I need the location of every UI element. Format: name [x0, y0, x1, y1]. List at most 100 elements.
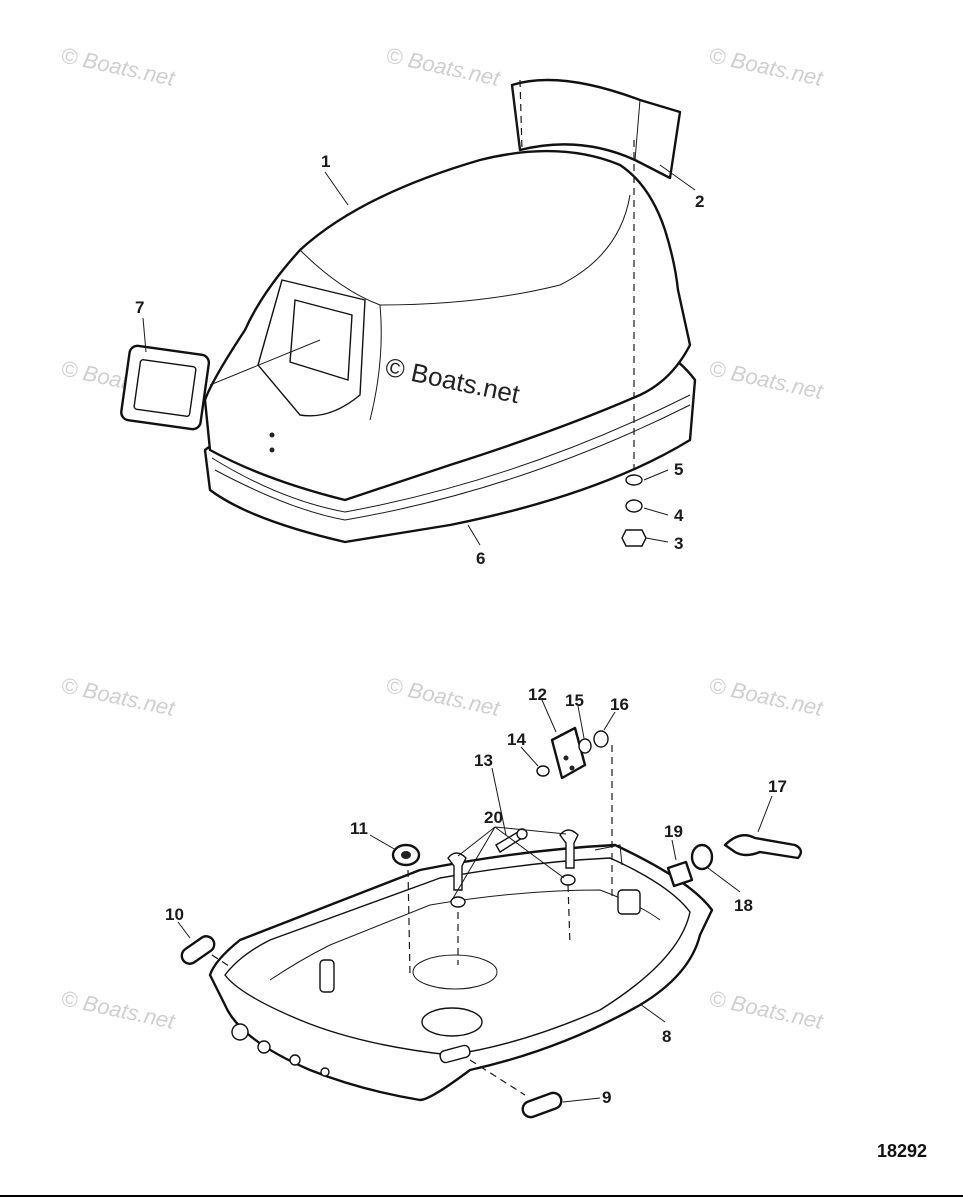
washer [536, 765, 550, 777]
leader-5 [643, 469, 669, 481]
cowl-post [319, 959, 335, 993]
leader-9 [562, 1097, 601, 1103]
callout-5[interactable]: 5 [674, 460, 683, 479]
callout-8[interactable]: 8 [662, 1027, 671, 1046]
cowl-seal-line [211, 394, 691, 513]
watermark-text: © Boats.net [707, 985, 826, 1034]
rear-cover-edge [511, 84, 641, 161]
leader-20 [494, 826, 565, 879]
leader-4 [643, 507, 669, 516]
callout-10[interactable]: 10 [165, 905, 184, 924]
watermark-text: © Boats.net [59, 42, 178, 91]
callout-4[interactable]: 4 [674, 506, 684, 525]
callout-17[interactable]: 17 [768, 777, 787, 796]
lock-washer [625, 499, 643, 513]
watermark-text: © Boats.net [384, 672, 503, 721]
bottom-cowl-rim [224, 857, 691, 1056]
cowl-boss [617, 889, 641, 915]
washer [625, 474, 643, 486]
leader-7 [142, 317, 147, 353]
callout-3[interactable]: 3 [674, 534, 683, 553]
side-vent-grille-inner [133, 359, 197, 417]
callout-20[interactable]: 20 [484, 808, 503, 827]
bolt-washer [450, 896, 466, 908]
grommet-axis [407, 869, 411, 976]
cowl-bracket [594, 844, 623, 866]
leader-2 [659, 164, 696, 191]
cowl-ridge [299, 194, 631, 306]
cowl-seal-line-lower [214, 404, 691, 521]
bottom-cowl-assembly [177, 699, 803, 1119]
callout-7[interactable]: 7 [135, 298, 144, 317]
callout-12[interactable]: 12 [528, 685, 547, 704]
callout-14[interactable]: 14 [507, 730, 526, 749]
washer [593, 730, 609, 748]
cowl-rivet [269, 432, 275, 438]
watermark-text: © Boats.net [707, 672, 826, 721]
cowl-port [231, 1023, 249, 1041]
leader-11 [369, 834, 397, 851]
callout-9[interactable]: 9 [602, 1088, 611, 1107]
bottom-grommet [521, 1091, 563, 1119]
hex-nut [621, 529, 647, 547]
leader-18 [707, 867, 741, 893]
drawing-id: 18292 [877, 1141, 927, 1161]
watermark-text: © Boats.net [59, 672, 178, 721]
leader-20 [451, 826, 496, 901]
callout-11[interactable]: 11 [350, 819, 368, 838]
leader-13 [491, 767, 507, 836]
cowl-ridge-side [369, 304, 382, 421]
cowl-slot [439, 1044, 471, 1064]
callout-13[interactable]: 13 [474, 751, 493, 770]
bolt-axis-right [567, 884, 571, 946]
callout-18[interactable]: 18 [734, 896, 753, 915]
cowl-port [257, 1040, 271, 1054]
cowl-rivet [269, 447, 275, 453]
callout-15[interactable]: 15 [565, 691, 584, 710]
bracket-hole [563, 755, 569, 761]
watermark-text: © Boats.net [59, 985, 178, 1034]
cowl-air-intake-inner [289, 299, 353, 381]
leader-19 [671, 839, 677, 861]
callout-16[interactable]: 16 [610, 695, 629, 714]
leader-17 [757, 795, 773, 833]
leader-14 [520, 746, 539, 767]
washer [578, 738, 592, 754]
bottom-cowl-drain [421, 1007, 483, 1037]
bushing [666, 860, 694, 888]
bolt [559, 829, 579, 869]
callout-19[interactable]: 19 [664, 822, 683, 841]
watermark-text: © Boats.net [707, 42, 826, 91]
leader-20 [494, 826, 567, 835]
top-cowl-assembly: © Boats.net [120, 78, 697, 547]
bolt-washer [560, 874, 576, 886]
latch-handle [723, 834, 803, 860]
bottom-cowl-opening [412, 954, 498, 990]
leader-15 [577, 705, 585, 739]
grommet-hole [401, 851, 411, 859]
callout-6[interactable]: 6 [476, 549, 485, 568]
bracket-hole [569, 765, 575, 771]
callout-labels: 1 2 3 4 5 6 7 8 9 10 11 12 13 14 15 16 1… [135, 152, 787, 1107]
callout-2[interactable]: 2 [695, 192, 704, 211]
cowl-port [320, 1067, 330, 1077]
intake-leader [209, 339, 321, 386]
cowl-port [289, 1054, 301, 1066]
watermark-text: © Boats.net [707, 355, 826, 404]
callout-1[interactable]: 1 [321, 152, 330, 171]
screw-head [516, 828, 528, 840]
latch-bracket [550, 726, 587, 780]
leader-6 [467, 524, 481, 546]
leader-1 [324, 171, 349, 206]
side-grommet [180, 935, 216, 965]
grommet-axis [469, 1059, 526, 1096]
rear-cover [510, 78, 682, 180]
leader-16 [603, 711, 616, 731]
watermark-text: © Boats.net [384, 42, 503, 91]
leader-10 [177, 921, 191, 939]
leader-12 [541, 699, 557, 733]
leader-8 [639, 1003, 666, 1023]
grommet-axis [211, 954, 233, 969]
latch-washer [690, 843, 714, 871]
